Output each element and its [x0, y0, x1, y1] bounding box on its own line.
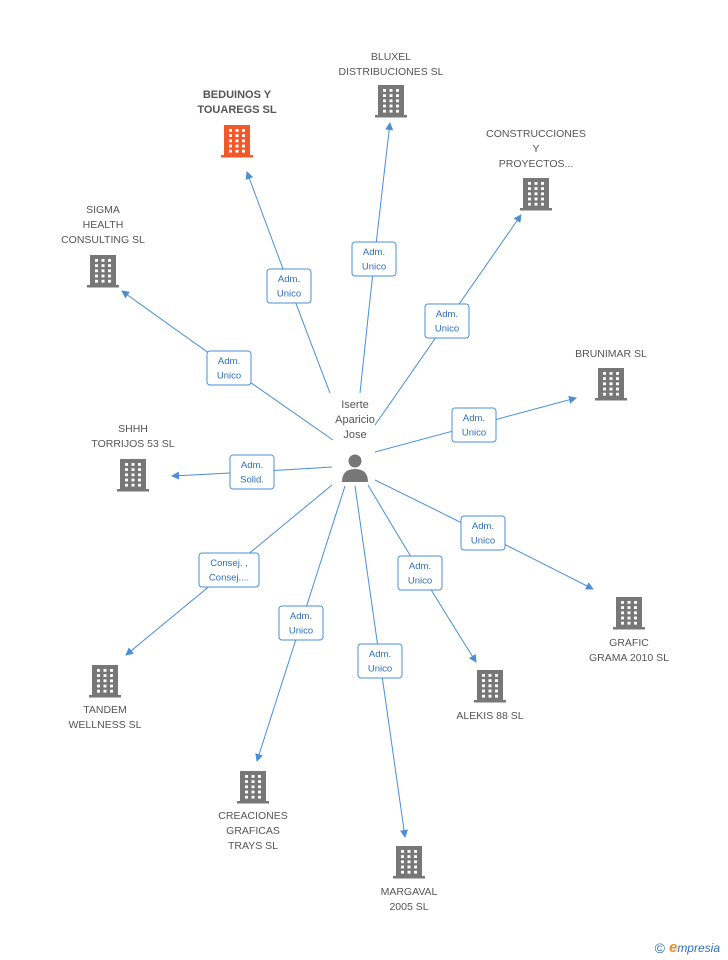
company-name-line: TRAYS SL — [228, 840, 278, 852]
building-icon[interactable] — [221, 125, 253, 158]
nodes-layer: BEDUINOS Y TOUAREGS SL BLUXEL DISTRIBUCIONE… — [61, 51, 669, 913]
relation-label-construcciones[interactable]: Adm. Unico — [424, 303, 470, 339]
relation-text: Adm. — [463, 413, 485, 424]
person-icon[interactable] — [342, 454, 368, 483]
company-node-margaval[interactable]: MARGAVAL 2005 SL — [381, 846, 438, 913]
company-name-line: 2005 SL — [389, 901, 428, 913]
person-name-line: Jose — [343, 429, 366, 441]
company-name-line: MARGAVAL — [381, 886, 438, 898]
relation-label-creaciones[interactable]: Adm. Unico — [278, 605, 324, 641]
relation-text: Adm. — [409, 561, 431, 572]
company-name-line: Y — [532, 143, 539, 155]
person-name-line: Iserte — [341, 399, 369, 411]
company-name-line: CONSULTING SL — [61, 234, 145, 246]
company-node-creaciones[interactable]: CREACIONES GRAFICAS TRAYS SL — [218, 771, 288, 852]
copyright-symbol: © — [654, 939, 665, 956]
relation-label-alekis[interactable]: Adm. Unico — [397, 555, 443, 591]
company-name-line: TOUAREGS SL — [197, 104, 277, 116]
relation-text: Unico — [362, 262, 386, 273]
relation-text: Consej. , — [210, 558, 248, 569]
edges-layer: Adm.UnicoAdm.UnicoAdm.UnicoAdm.UnicoAdm.… — [121, 122, 594, 838]
company-name-line: GRAFIC — [609, 637, 649, 649]
company-name-line: TORRIJOS 53 SL — [91, 438, 174, 450]
relation-text: Adm. — [278, 274, 300, 285]
building-icon[interactable] — [520, 178, 552, 211]
relation-text: Unico — [217, 371, 241, 382]
building-icon[interactable] — [595, 368, 627, 401]
relation-text: Adm. — [218, 356, 240, 367]
building-icon[interactable] — [393, 846, 425, 879]
company-name-line: GRAFICAS — [226, 825, 280, 837]
company-name-line: CONSTRUCCIONES — [486, 128, 586, 140]
relation-label-grafic[interactable]: Adm. Unico — [460, 515, 506, 551]
company-node-sigma[interactable]: SIGMA HEALTH CONSULTING SL — [61, 204, 145, 288]
company-name-line: CREACIONES — [218, 810, 287, 822]
building-icon[interactable] — [474, 670, 506, 703]
company-name-line: DISTRIBUCIONES SL — [338, 66, 443, 78]
relation-text: Unico — [277, 289, 301, 300]
company-node-beduinos[interactable]: BEDUINOS Y TOUAREGS SL — [197, 89, 277, 158]
company-name-line: SIGMA — [86, 204, 120, 216]
relation-text: Adm. — [472, 521, 494, 532]
relation-text: Unico — [289, 626, 313, 637]
company-name-line: ALEKIS 88 SL — [456, 710, 523, 722]
relation-label-brunimar[interactable]: Adm. Unico — [451, 407, 497, 443]
building-icon[interactable] — [87, 255, 119, 288]
company-name-line: BEDUINOS Y — [203, 89, 272, 101]
company-name-line: TANDEM — [83, 704, 127, 716]
empresia-brand[interactable]: © empresia — [655, 939, 720, 956]
brand-initial: e — [668, 939, 678, 956]
relation-text: Adm. — [436, 309, 458, 320]
brand-wordmark: empresia — [669, 939, 720, 956]
relation-text: Unico — [471, 536, 495, 547]
company-node-brunimar[interactable]: BRUNIMAR SL — [575, 348, 647, 401]
relation-label-bluxel[interactable]: Adm. Unico — [351, 241, 397, 277]
relation-text: Unico — [435, 324, 459, 335]
relation-text: Solid. — [240, 475, 264, 486]
company-name-line: SHHH — [118, 423, 148, 435]
company-name-line: WELLNESS SL — [69, 719, 142, 731]
building-icon[interactable] — [117, 459, 149, 492]
company-node-shhh[interactable]: SHHH TORRIJOS 53 SL — [91, 423, 175, 492]
building-icon[interactable] — [613, 597, 645, 630]
relation-text: Unico — [368, 664, 392, 675]
person-name-line: Aparicio — [335, 414, 375, 426]
relation-text: Consej.... — [209, 573, 249, 584]
relation-label-beduinos[interactable]: Adm. Unico — [266, 268, 312, 304]
company-name-line: BLUXEL — [371, 51, 411, 63]
relation-label-shhh[interactable]: Adm. Solid. — [229, 454, 275, 490]
company-node-grafic[interactable]: GRAFIC GRAMA 2010 SL — [589, 597, 669, 664]
relation-text: Adm. — [363, 247, 385, 258]
company-name-line: GRAMA 2010 SL — [589, 652, 669, 664]
relation-label-tandem[interactable]: Consej. , Consej.... — [198, 552, 260, 588]
relation-text: Adm. — [290, 611, 312, 622]
company-node-construcciones[interactable]: CONSTRUCCIONES Y PROYECTOS... — [486, 128, 586, 211]
relation-text: Unico — [462, 428, 486, 439]
relation-text: Adm. — [369, 649, 391, 660]
relation-label-margaval[interactable]: Adm. Unico — [357, 643, 403, 679]
building-icon[interactable] — [89, 665, 121, 698]
company-name-line: PROYECTOS... — [499, 158, 574, 170]
relation-label-sigma[interactable]: Adm. Unico — [206, 350, 252, 386]
company-name-line: HEALTH — [83, 219, 124, 231]
relation-text: Adm. — [241, 460, 263, 471]
relation-text: Unico — [408, 576, 432, 587]
company-node-bluxel[interactable]: BLUXEL DISTRIBUCIONES SL — [338, 51, 444, 118]
building-icon[interactable] — [375, 85, 407, 118]
company-name-line: BRUNIMAR SL — [575, 348, 647, 360]
brand-rest: mpresia — [677, 941, 720, 955]
building-icon[interactable] — [237, 771, 269, 804]
company-node-tandem[interactable]: TANDEM WELLNESS SL — [69, 665, 142, 731]
company-node-alekis[interactable]: ALEKIS 88 SL — [456, 670, 524, 722]
